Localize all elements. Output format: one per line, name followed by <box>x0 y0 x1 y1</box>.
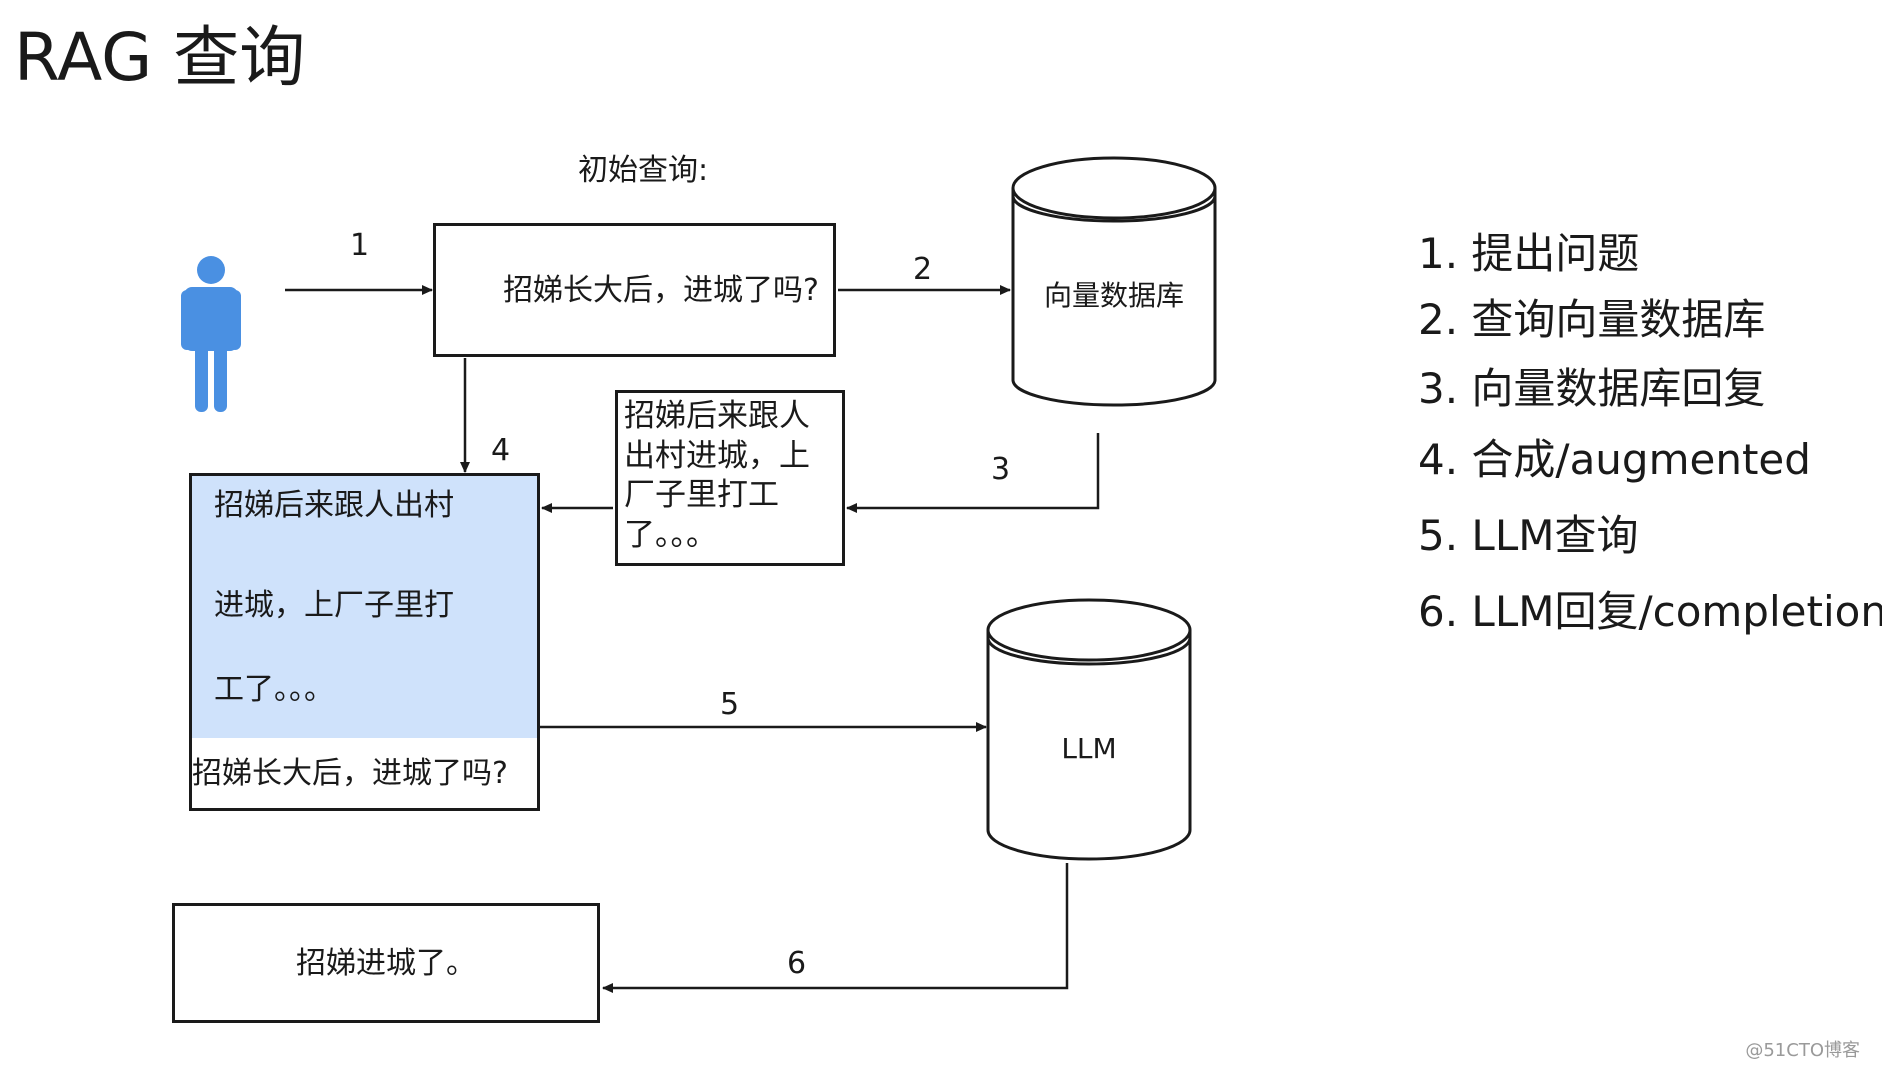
retrieved-line: 厂子里打工 <box>624 477 779 514</box>
retrieved-context-box: 招娣后来跟人 出村进城，上 厂子里打工 了。。。 <box>615 390 845 566</box>
augmented-question: 招娣长大后，进城了吗? <box>192 756 508 791</box>
initial-query-label: 初始查询: <box>578 153 709 188</box>
augmented-context-block <box>192 476 537 738</box>
initial-query-text: 招娣长大后，进城了吗? <box>503 272 819 308</box>
answer-box: 招娣进城了。 <box>172 903 600 1023</box>
diagram-title: RAG 查询 <box>14 19 306 96</box>
arrow-step-6 <box>602 863 1069 993</box>
step-label-4: 4 <box>491 433 511 468</box>
step-label-6: 6 <box>787 946 807 981</box>
step-label-2: 2 <box>913 252 933 287</box>
watermark: @51CTO博客 <box>1745 1040 1860 1061</box>
augmented-prompt-box: 招娣后来跟人出村 进城，上厂子里打 工了。。。 招娣长大后，进城了吗? <box>189 473 540 811</box>
user-icon <box>181 256 241 412</box>
legend-item: 2. 查询向量数据库 <box>1418 295 1766 344</box>
legend-item: 3. 向量数据库回复 <box>1418 364 1766 413</box>
arrow-step-3 <box>846 433 1100 513</box>
retrieved-line: 招娣后来跟人 <box>624 398 810 434</box>
llm-label: LLM <box>1061 732 1117 765</box>
augmented-context-line: 招娣后来跟人出村 <box>214 488 454 523</box>
step-label-1: 1 <box>350 228 370 263</box>
initial-query-box: 招娣长大后，进城了吗? <box>433 223 836 357</box>
step-label-5: 5 <box>720 687 740 722</box>
legend-item: 1. 提出问题 <box>1418 229 1640 278</box>
answer-text: 招娣进城了。 <box>296 945 476 981</box>
llm-cylinder <box>986 598 1192 861</box>
vector-database-cylinder <box>1011 156 1217 407</box>
vector-database-label: 向量数据库 <box>1044 279 1185 312</box>
legend-item: 4. 合成/augmented <box>1418 435 1811 484</box>
legend-item: 5. LLM查询 <box>1418 511 1639 560</box>
step-label-3: 3 <box>991 452 1011 487</box>
augmented-context-line: 进城，上厂子里打 <box>214 588 454 623</box>
augmented-context-line: 工了。。。 <box>214 672 334 707</box>
legend-item: 6. LLM回复/completion <box>1418 587 1882 636</box>
retrieved-line: 出村进城，上 <box>624 437 810 474</box>
retrieved-line: 了。。。 <box>624 517 717 554</box>
